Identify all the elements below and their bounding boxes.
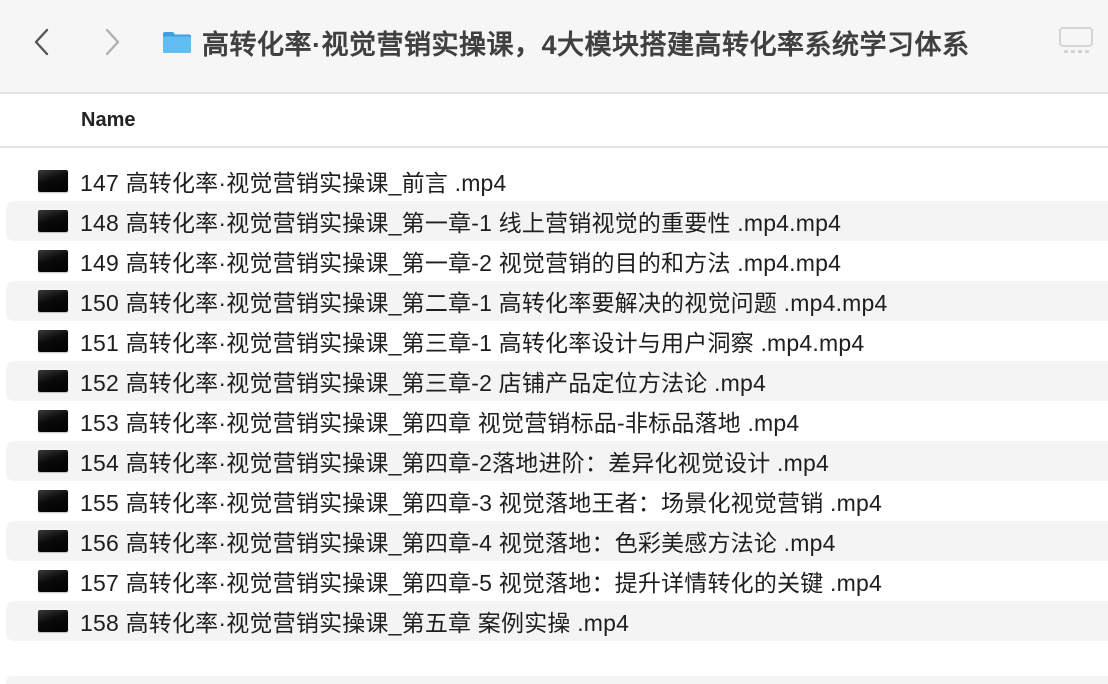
file-row[interactable]: 148 高转化率·视觉营销实操课_第一章-1 线上营销视觉的重要性 .mp4.m… (0, 201, 1108, 241)
file-row[interactable]: 157 高转化率·视觉营销实操课_第四章-5 视觉落地：提升详情转化的关键 .m… (0, 561, 1108, 601)
file-name: 157 高转化率·视觉营销实操课_第四章-5 视觉落地：提升详情转化的关键 .m… (80, 570, 882, 596)
chevron-right-icon (105, 28, 120, 56)
file-name: 155 高转化率·视觉营销实操课_第四章-3 视觉落地王者：场景化视觉营销 .m… (80, 490, 882, 516)
column-header-name[interactable]: Name (81, 109, 136, 131)
video-file-icon (38, 450, 68, 472)
file-name: 149 高转化率·视觉营销实操课_第一章-2 视觉营销的目的和方法 .mp4.m… (80, 250, 842, 276)
file-row[interactable]: 153 高转化率·视觉营销实操课_第四章 视觉营销标品-非标品落地 .mp4 (0, 401, 1108, 441)
file-row[interactable]: 151 高转化率·视觉营销实操课_第三章-1 高转化率设计与用户洞察 .mp4.… (0, 321, 1108, 361)
video-file-icon (38, 490, 68, 512)
file-name: 151 高转化率·视觉营销实操课_第三章-1 高转化率设计与用户洞察 .mp4.… (80, 330, 865, 356)
file-name: 158 高转化率·视觉营销实操课_第五章 案例实操 .mp4 (80, 610, 630, 636)
file-name: 153 高转化率·视觉营销实操课_第四章 视觉营销标品-非标品落地 .mp4 (80, 410, 800, 436)
video-file-icon (38, 530, 68, 552)
file-row[interactable]: 154 高转化率·视觉营销实操课_第四章-2落地进阶：差异化视觉设计 .mp4 (0, 441, 1108, 481)
file-name: 150 高转化率·视觉营销实操课_第二章-1 高转化率要解决的视觉问题 .mp4… (80, 290, 888, 316)
window-title: 高转化率·视觉营销实操课，4大模块搭建高转化率系统学习体系 (202, 29, 970, 60)
file-row[interactable]: 152 高转化率·视觉营销实操课_第三章-2 店铺产品定位方法论 .mp4 (0, 361, 1108, 401)
gallery-view-icon[interactable] (1056, 24, 1096, 56)
window-title-area: 高转化率·视觉营销实操课，4大模块搭建高转化率系统学习体系 (162, 22, 970, 62)
file-row[interactable]: 156 高转化率·视觉营销实操课_第四章-4 视觉落地：色彩美感方法论 .mp4 (0, 521, 1108, 561)
toolbar: 高转化率·视觉营销实操课，4大模块搭建高转化率系统学习体系 (0, 0, 1108, 94)
video-file-icon (38, 610, 68, 632)
file-row[interactable]: 158 高转化率·视觉营销实操课_第五章 案例实操 .mp4 (0, 601, 1108, 641)
video-file-icon (38, 250, 68, 272)
file-list: 147 高转化率·视觉营销实操课_前言 .mp4 148 高转化率·视觉营销实操… (0, 161, 1108, 641)
file-row[interactable]: 147 高转化率·视觉营销实操课_前言 .mp4 (0, 161, 1108, 201)
file-name: 148 高转化率·视觉营销实操课_第一章-1 线上营销视觉的重要性 .mp4.m… (80, 210, 842, 236)
chevron-left-icon (34, 28, 49, 56)
file-name: 147 高转化率·视觉营销实操课_前言 .mp4 (80, 170, 507, 196)
video-file-icon (38, 370, 68, 392)
video-file-icon (38, 570, 68, 592)
file-name: 156 高转化率·视觉营销实操课_第四章-4 视觉落地：色彩美感方法论 .mp4 (80, 530, 836, 556)
video-file-icon (38, 290, 68, 312)
back-button[interactable] (26, 22, 56, 62)
column-header: Name (0, 96, 1108, 148)
empty-row-stripe (6, 676, 1108, 684)
forward-button[interactable] (98, 22, 128, 62)
video-file-icon (38, 170, 68, 192)
file-name: 154 高转化率·视觉营销实操课_第四章-2落地进阶：差异化视觉设计 .mp4 (80, 450, 829, 476)
file-row[interactable]: 150 高转化率·视觉营销实操课_第二章-1 高转化率要解决的视觉问题 .mp4… (0, 281, 1108, 321)
video-file-icon (38, 410, 68, 432)
file-row[interactable]: 155 高转化率·视觉营销实操课_第四章-3 视觉落地王者：场景化视觉营销 .m… (0, 481, 1108, 521)
video-file-icon (38, 330, 68, 352)
file-name: 152 高转化率·视觉营销实操课_第三章-2 店铺产品定位方法论 .mp4 (80, 370, 766, 396)
file-row[interactable]: 149 高转化率·视觉营销实操课_第一章-2 视觉营销的目的和方法 .mp4.m… (0, 241, 1108, 281)
video-file-icon (38, 210, 68, 232)
folder-icon (163, 32, 191, 53)
